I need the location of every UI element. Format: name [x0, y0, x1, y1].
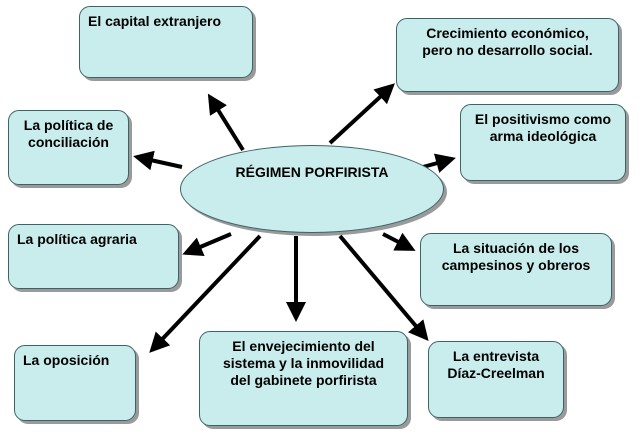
- node-text-1: La situación de los: [452, 240, 580, 256]
- node-text-1: La política de: [23, 117, 114, 133]
- arrow-to-oposicion: [149, 234, 262, 353]
- node-text-1: El envejecimiento del: [232, 338, 375, 354]
- node-text-3: del gabinete porfirista: [230, 372, 377, 388]
- node-text-2: sistema y la inmovilidad: [222, 355, 385, 371]
- arrow-to-capital: [207, 93, 245, 152]
- node-conciliacion: La política de conciliación: [8, 110, 129, 185]
- arrow-to-conciliacion: [133, 150, 183, 171]
- node-text-1: El positivismo como: [474, 111, 612, 127]
- node-politica-agraria: La política agraria: [8, 224, 179, 289]
- arrow-to-campesinos: [382, 232, 416, 251]
- node-text-2: campesinos y obreros: [441, 257, 591, 273]
- arrow-to-entrevista: [338, 234, 429, 342]
- node-text: El capital extranjero: [88, 13, 222, 29]
- node-capital-extranjero: El capital extranjero: [79, 6, 253, 78]
- arrow-to-crecimiento: [328, 83, 395, 145]
- node-text-2: conciliación: [28, 134, 109, 150]
- node-text: La oposición: [23, 352, 110, 368]
- center-label: RÉGIMEN PORFIRISTA: [235, 164, 389, 180]
- node-oposicion: La oposición: [14, 345, 136, 421]
- node-text-1: Crecimiento económico,: [426, 25, 589, 41]
- node-text: La política agraria: [17, 231, 137, 247]
- node-campesinos: La situación de los campesinos y obreros: [420, 233, 612, 306]
- node-crecimiento: Crecimiento económico, pero no desarroll…: [396, 18, 619, 92]
- node-text-2: pero no desarrollo social.: [422, 42, 593, 58]
- node-positivismo: El positivismo como arma ideológica: [460, 104, 626, 181]
- node-text-2: Díaz-Creelman: [447, 365, 545, 381]
- arrow-to-positivismo: [422, 153, 456, 173]
- node-envejecimiento: El envejecimiento del sistema y la inmov…: [199, 331, 408, 426]
- arrow-to-agraria: [182, 232, 232, 256]
- node-text-2: arma ideológica: [489, 128, 597, 144]
- node-text-1: La entrevista: [452, 348, 540, 364]
- center-node: RÉGIMEN PORFIRISTA: [180, 145, 444, 233]
- node-entrevista: La entrevista Díaz-Creelman: [428, 341, 564, 418]
